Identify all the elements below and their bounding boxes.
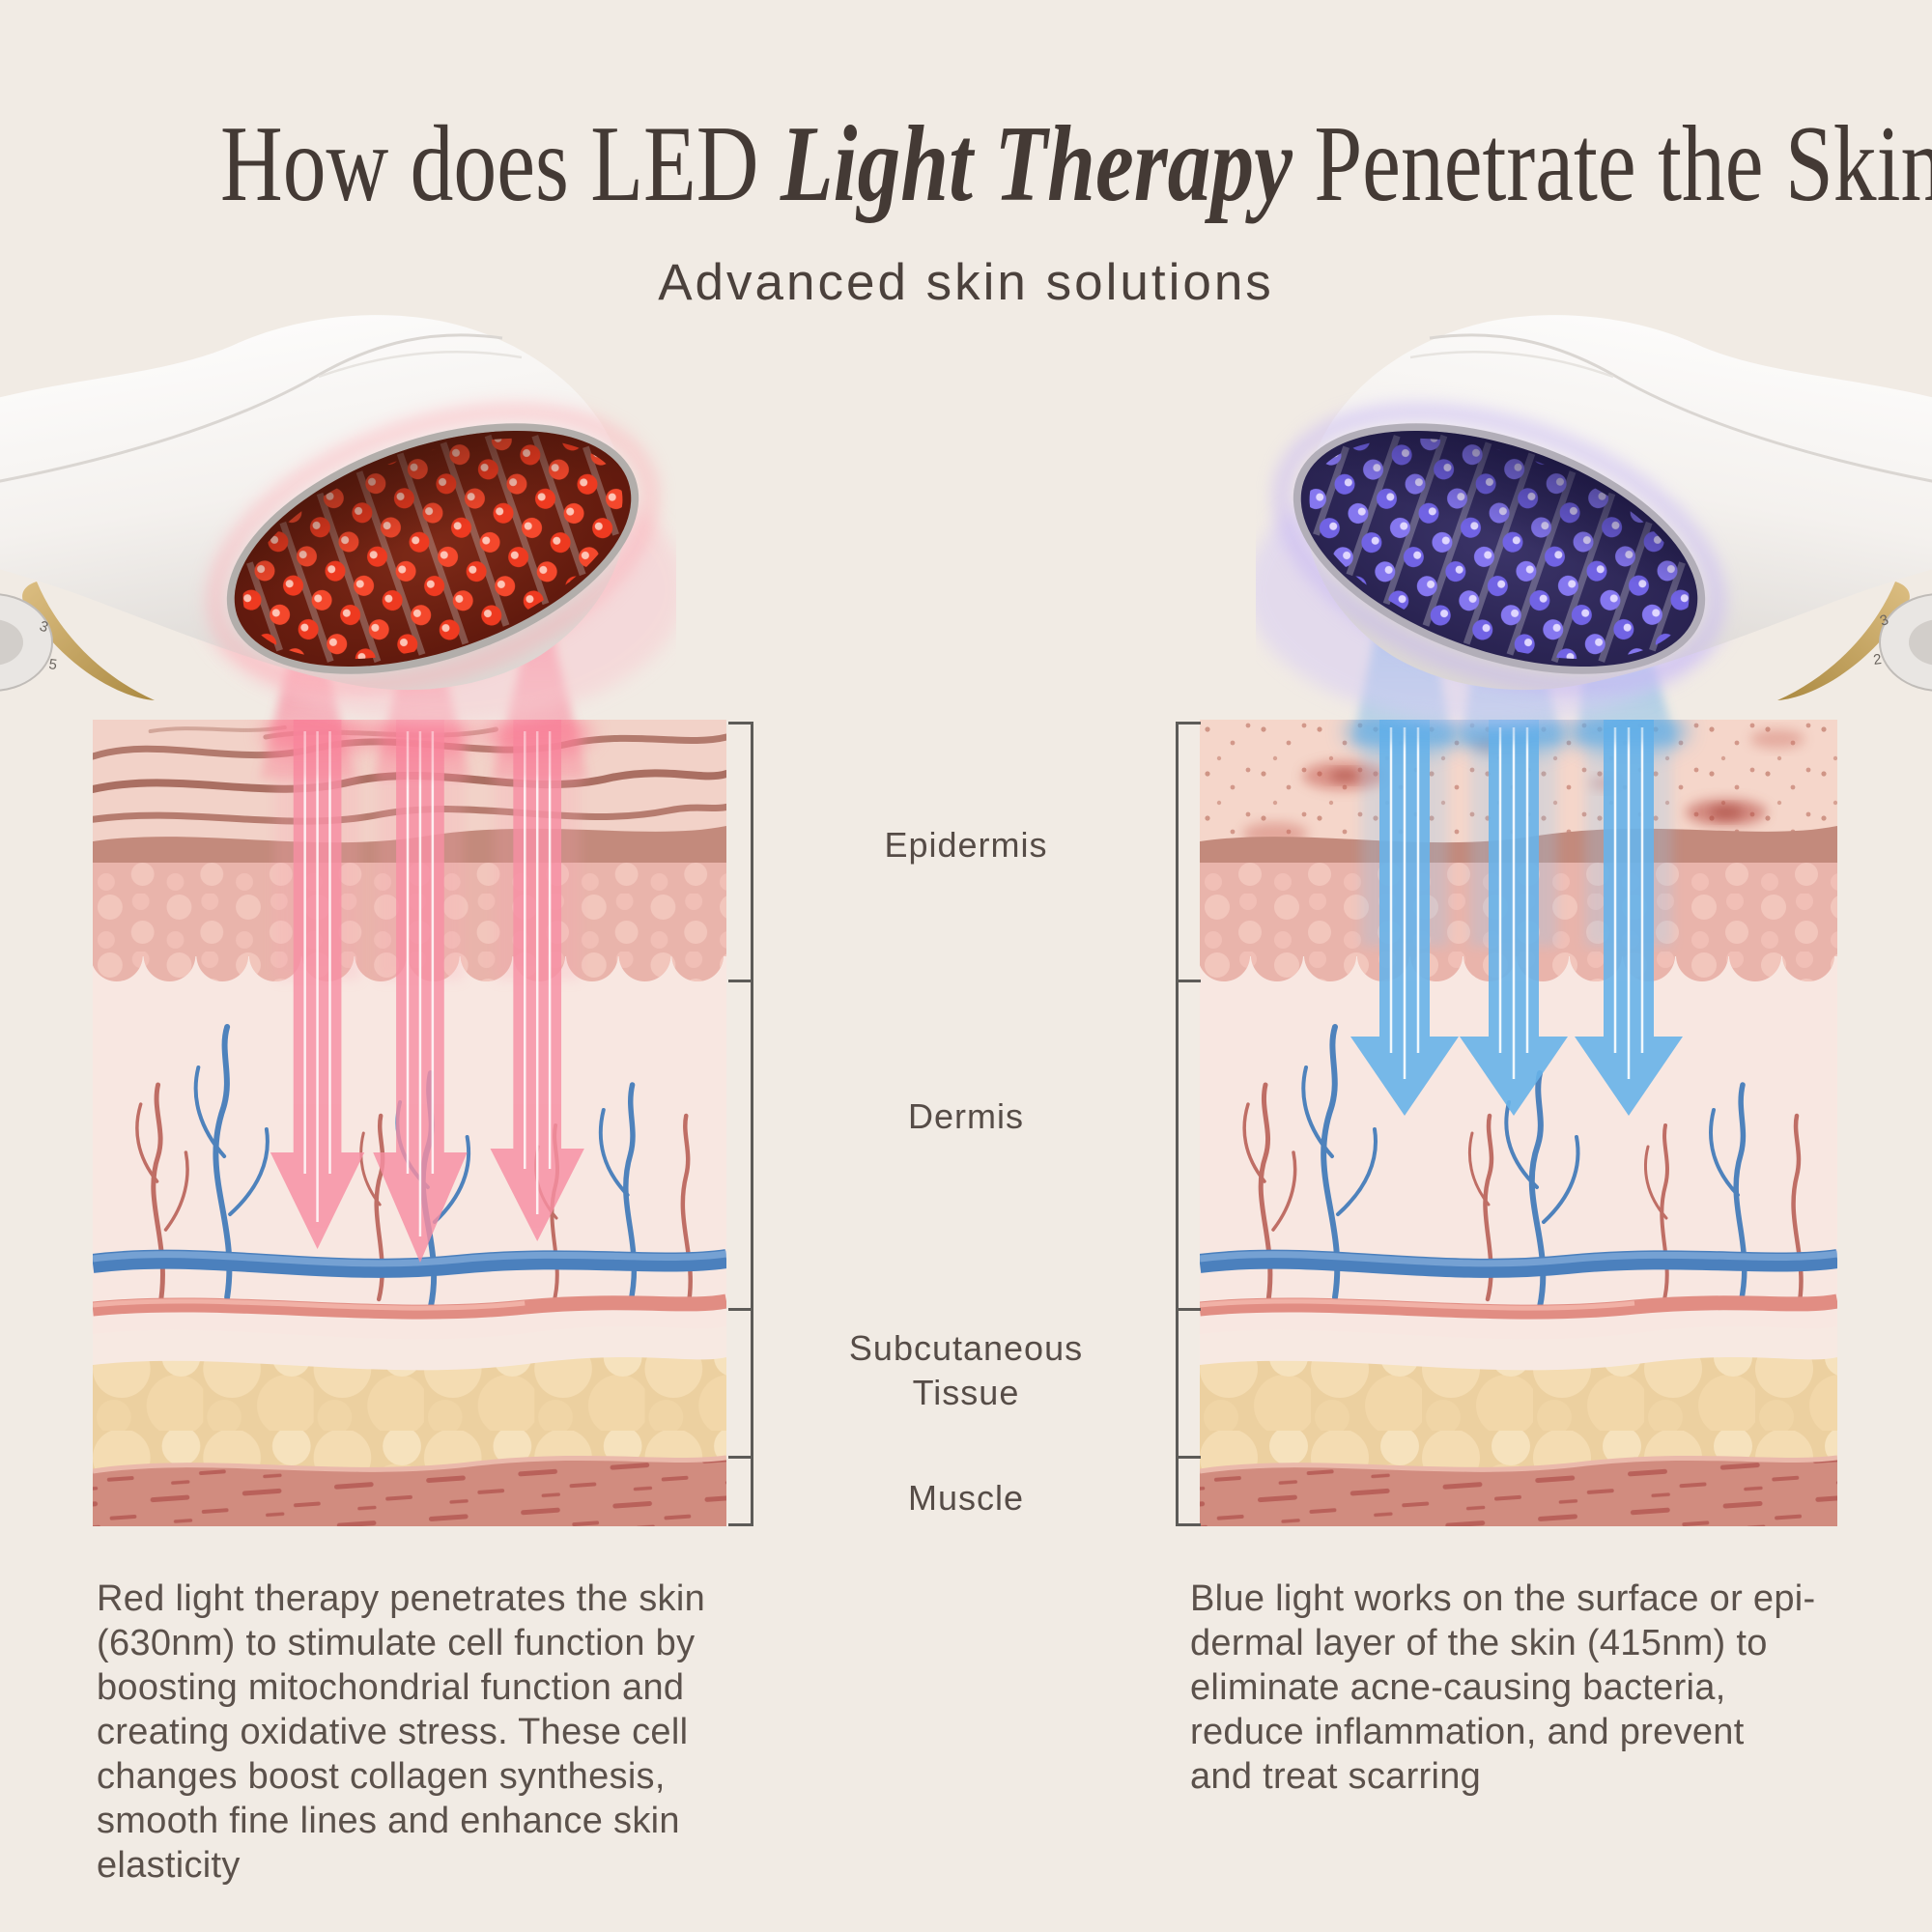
blood-vessels: [93, 1249, 726, 1320]
muscle-layer: [93, 1455, 726, 1526]
blue-light-arrows: [1345, 720, 1689, 1116]
right-layer-bracket: [1176, 722, 1201, 1526]
red-led-device-illustration: 3 5: [0, 315, 676, 724]
left-layer-bracket: [728, 722, 753, 1526]
led-panel-blue: [1273, 394, 1725, 703]
blue-light-description: Blue light works on the surface or epi- …: [1190, 1578, 1816, 1797]
page-subtitle: Advanced skin solutions: [658, 254, 1274, 311]
muscle-layer: [1200, 1455, 1837, 1526]
blue-led-device-illustration: 3 2: [1256, 315, 1932, 724]
page-title: How does LED Light Therapy Penetrate the…: [0, 107, 1932, 222]
title-prefix: How does LED: [220, 104, 781, 224]
skin-cross-section-blue: [1200, 720, 1837, 1526]
label-subcutaneous: Subcutaneous Tissue: [848, 1328, 1084, 1412]
gold-accent: [22, 582, 156, 700]
red-light-description: Red light therapy penetrates the skin (6…: [97, 1578, 706, 1886]
intensity-dial: 3 5: [0, 593, 58, 692]
label-dermis: Dermis: [908, 1096, 1024, 1136]
blood-vessels: [1200, 1249, 1837, 1320]
led-panel-red: [207, 394, 659, 703]
label-epidermis: Epidermis: [884, 825, 1048, 865]
gold-accent: [1777, 582, 1910, 700]
dial-marking: 2: [1872, 651, 1883, 668]
label-muscle: Muscle: [907, 1478, 1025, 1518]
skin-cross-section-red: [93, 720, 726, 1526]
dial-marking: 5: [47, 656, 58, 673]
title-emphasis: Light Therapy: [780, 104, 1293, 224]
title-suffix: Penetrate the Skin?: [1292, 104, 1932, 224]
